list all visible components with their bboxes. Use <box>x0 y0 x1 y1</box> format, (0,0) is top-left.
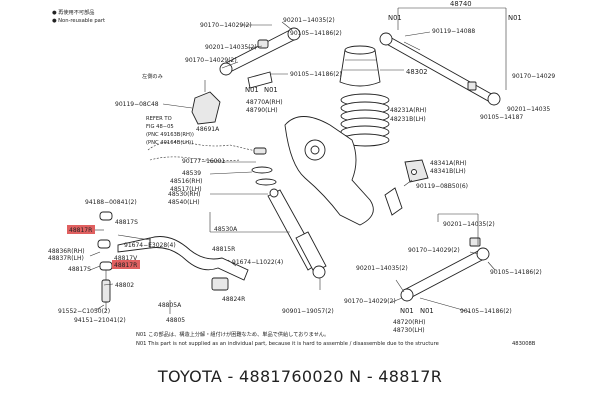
note-jp: N01 この部品は、構造上分解・組付けが困難なため、単品で供給しておりません。 <box>136 330 329 338</box>
label-48837r: 48837R(LH) <box>48 255 84 262</box>
label-90170-14029: 90170−14029(2) <box>200 22 252 29</box>
legend-en: ● Non-reusable part <box>52 18 105 24</box>
leader-lines <box>89 21 496 314</box>
label-90170-14029: 90170−14029(2) <box>408 247 460 254</box>
label-90119-08c48: 90119−08C48 <box>115 101 159 108</box>
figure-code: 483008B <box>512 341 536 347</box>
label-pnc: (PNC 49164B(LH)) <box>146 140 193 146</box>
label-n01: N01 <box>264 86 278 94</box>
label-90201-14035: 90201−14035(2) <box>443 221 495 228</box>
label-48815r: 48815R <box>212 246 235 253</box>
label-48817s: 48817S <box>68 266 91 273</box>
label-90119-08b50: 90119−08B50(6) <box>416 183 468 190</box>
label-90105-14186: 90105−14186(2) <box>490 269 542 276</box>
label-90177-16001: 90177−16001 <box>182 158 225 165</box>
label-48691a: 48691A <box>196 126 220 133</box>
part-labels: 48740 N01 N01 90170−14029(2) 90201−14035… <box>48 0 555 334</box>
label-48817s: 48817S <box>115 219 138 226</box>
label-48817r: 48817R <box>69 227 92 234</box>
label-90201-14035: 90201−14035(2) <box>283 17 335 24</box>
label-90901-19057: 90901−19057(2) <box>282 308 334 315</box>
label-48540: 48540(LH) <box>168 199 200 206</box>
label-90119-14088: 90119−14088 <box>432 28 475 35</box>
parts-diagram: ● 再使用不可部品 ● Non-reusable part <box>48 0 555 347</box>
label-48302: 48302 <box>406 68 428 76</box>
label-48802: 48802 <box>115 282 134 289</box>
lower-control-arm <box>400 213 490 302</box>
label-refer-to: REFER TO <box>146 116 172 122</box>
label-n01: N01 <box>388 14 402 22</box>
label-48770a: 48770A(RH) <box>246 99 283 106</box>
label-n01: N01 <box>508 14 522 22</box>
label-90170-14029: 90170−14029(2) <box>185 57 237 64</box>
label-48730: 48730(LH) <box>393 327 425 334</box>
label-91552-c1050: 91552−C1050(2) <box>58 308 110 315</box>
label-90105-14186: 90105−14186(2) <box>290 71 342 78</box>
note-en: N01 This part is not supplied as an indi… <box>136 341 439 347</box>
footnotes: N01 この部品は、構造上分解・組付けが困難なため、単品で供給しておりません。 … <box>136 330 536 347</box>
label-90201-14035: 90201−14035(2) <box>205 44 257 51</box>
label-48740: 48740 <box>450 0 472 8</box>
label-90201-14035: 90201−14035 <box>507 106 550 113</box>
label-48530: 48530(RH) <box>168 191 200 198</box>
upper-left-arm <box>219 27 301 89</box>
label-48530a: 48530A <box>214 226 238 233</box>
label-48824r: 48824R <box>222 296 245 303</box>
highlight-48817r-b <box>112 260 140 269</box>
label-48805: 48805 <box>166 317 185 324</box>
stopper-48691a <box>191 80 221 125</box>
stabilizer-bar <box>117 236 249 281</box>
stabilizer-link <box>97 211 229 310</box>
label-91674-e3028: 91674−E3028(4) <box>124 242 176 249</box>
label-48516: 48516(RH) <box>170 178 202 185</box>
label-90105-14187: 90105−14187 <box>480 114 523 121</box>
bump-stopper-48302 <box>339 45 404 87</box>
bracket-48341 <box>404 159 429 183</box>
label-48720: 48720(RH) <box>393 319 425 326</box>
label-90170-14029: 90170−14029 <box>512 73 555 80</box>
knuckle-body <box>284 116 403 226</box>
label-left-only: 左側のみ <box>142 72 163 80</box>
label-90201-14035: 90201−14035(2) <box>356 265 408 272</box>
label-48836r: 48836R(RH) <box>48 248 85 255</box>
label-91674-l1022: 91674−L1022(4) <box>232 259 283 266</box>
part-number-caption: TOYOTA - 4881760020 N - 48817R <box>157 366 443 386</box>
label-48341b: 48341B(LH) <box>430 168 466 175</box>
label-90105-14186: 90105−14186(2) <box>460 308 512 315</box>
label-48231b: 48231B(LH) <box>390 116 426 123</box>
coil-spring <box>340 93 390 147</box>
label-48231a: 48231A(RH) <box>390 107 427 114</box>
label-48805a: 48805A <box>158 302 182 309</box>
legend-jp: ● 再使用不可部品 <box>52 8 95 16</box>
shock-absorber <box>251 147 327 279</box>
label-90105-14186: 90105−14186(2) <box>290 30 342 37</box>
label-48517: 48517(LH) <box>170 186 202 193</box>
label-48817r: 48817R <box>114 262 137 269</box>
label-n01: N01 <box>400 307 414 315</box>
label-fig: FIG 48−05 <box>146 124 174 130</box>
label-94188-00841: 94188−00841(2) <box>85 199 137 206</box>
brake-hose-ref <box>147 141 261 161</box>
highlight-48817r-a <box>67 225 95 234</box>
label-48817v: 48817V <box>114 255 138 262</box>
label-48790: 48790(LH) <box>246 107 278 114</box>
legend: ● 再使用不可部品 ● Non-reusable part <box>52 8 105 24</box>
upper-control-arm-48740 <box>379 7 507 106</box>
label-48341a: 48341A(RH) <box>430 160 467 167</box>
label-48539: 48539 <box>182 170 201 177</box>
label-pnc: (PNC 49163B(RH)) <box>146 132 194 138</box>
label-90170-14029: 90170−14029(2) <box>344 298 396 305</box>
label-n01: N01 <box>420 307 434 315</box>
label-n01: N01 <box>245 86 259 94</box>
label-94151-21041: 94151−21041(2) <box>74 317 126 324</box>
